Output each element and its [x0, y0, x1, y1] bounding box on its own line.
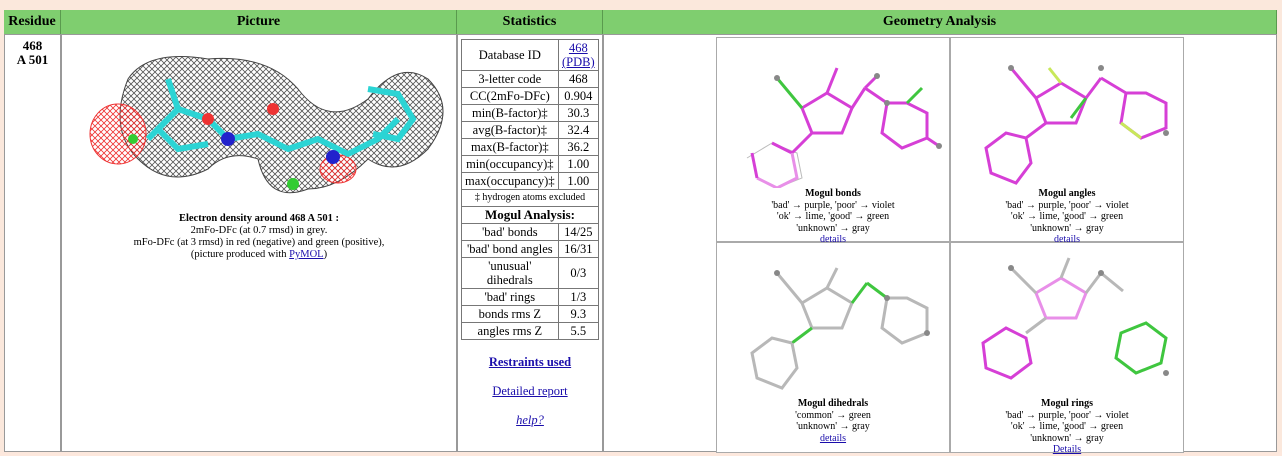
- stats-row: avg(B-factor)‡32.4: [461, 121, 600, 139]
- stats-value: 0.904: [557, 87, 600, 105]
- pymol-link[interactable]: PyMOL: [289, 249, 324, 260]
- header-geometry: Geometry Analysis: [603, 10, 1277, 34]
- mogul-dihedrals-caption: Mogul dihedrals 'common' → green 'unknow…: [717, 398, 949, 444]
- mogul-rings-image: [981, 257, 1169, 380]
- caption-title: Electron density around 468 A 501 :: [178, 213, 340, 224]
- mogul-label: bonds rms Z: [461, 305, 559, 323]
- mogul-value: 0/3: [557, 257, 600, 289]
- caption-line-3: (picture produced with PyMOL): [190, 249, 328, 260]
- geometry-cell: Mogul bonds 'bad' → purple, 'poor' → vio…: [603, 34, 1277, 456]
- mogul-dihedrals-details-link[interactable]: details: [819, 432, 847, 444]
- caption-line-1: 2mFo-DFc (at 0.7 rmsd) in grey.: [190, 225, 328, 236]
- stats-label: Database ID: [461, 39, 559, 71]
- mogul-angles-l3: 'unknown' → gray: [1030, 222, 1104, 234]
- mogul-angles-title: Mogul angles: [1038, 188, 1096, 199]
- stats-label: max(occupancy)‡: [461, 172, 559, 190]
- stats-row: max(B-factor)‡36.2: [461, 138, 600, 156]
- mogul-rings-l2: 'ok' → lime, 'good' → green: [1010, 421, 1124, 432]
- mogul-bonds-details-link[interactable]: details: [819, 234, 847, 245]
- mogul-analysis-header: Mogul Analysis:: [461, 206, 599, 224]
- stats-label: max(B-factor)‡: [461, 138, 559, 156]
- stats-row: CC(2mFo-DFc)0.904: [461, 87, 600, 105]
- stats-row: min(B-factor)‡30.3: [461, 104, 600, 122]
- picture-cell: Electron density around 468 A 501 : 2mFo…: [61, 34, 457, 452]
- hydrogen-note: ‡ hydrogen atoms excluded: [461, 189, 599, 207]
- electron-density-image: [89, 56, 444, 194]
- stats-value: 36.2: [557, 138, 600, 156]
- picture-caption: Electron density around 468 A 501 : 2mFo…: [62, 213, 456, 261]
- header-picture: Picture: [61, 10, 457, 34]
- stats-label: min(B-factor)‡: [461, 104, 559, 122]
- mogul-bonds-panel: Mogul bonds 'bad' → purple, 'poor' → vio…: [716, 37, 950, 245]
- mogul-angles-l1: 'bad' → purple, 'poor' → violet: [1005, 199, 1129, 211]
- header-statistics: Statistics: [457, 10, 603, 34]
- mogul-angles-l2: 'ok' → lime, 'good' → green: [1010, 211, 1124, 222]
- mogul-rings-caption: Mogul rings 'bad' → purple, 'poor' → vio…: [951, 398, 1183, 456]
- stats-label: avg(B-factor)‡: [461, 121, 559, 139]
- stats-value: 468 (PDB): [557, 39, 600, 71]
- mogul-bonds-l2: 'ok' → lime, 'good' → green: [776, 211, 890, 222]
- mogul-dihedrals-panel: Mogul dihedrals 'common' → green 'unknow…: [716, 242, 950, 453]
- mogul-bonds-image: [746, 67, 942, 188]
- mogul-value: 5.5: [557, 322, 600, 340]
- mogul-label: 'bad' rings: [461, 288, 559, 306]
- stats-row: min(occupancy)‡1.00: [461, 155, 600, 173]
- mogul-dihedrals-image: [750, 267, 930, 390]
- mogul-angles-details-link[interactable]: details: [1053, 234, 1081, 245]
- residue-cell: 468 A 501: [4, 34, 61, 452]
- mogul-bonds-caption: Mogul bonds 'bad' → purple, 'poor' → vio…: [717, 188, 949, 246]
- help-link[interactable]: help?: [516, 413, 544, 427]
- restraints-used-link[interactable]: Restraints used: [488, 355, 572, 369]
- stats-value: 1.00: [557, 155, 600, 173]
- mogul-bonds-l3: 'unknown' → gray: [796, 222, 870, 234]
- mogul-dihedrals-l1: 'common' → green: [795, 409, 871, 421]
- mogul-dihedrals-title: Mogul dihedrals: [797, 398, 869, 409]
- database-id-link[interactable]: 468 (PDB): [561, 41, 595, 69]
- mogul-bonds-title: Mogul bonds: [805, 188, 861, 199]
- caption-line-2: mFo-DFc (at 3 rmsd) in red (negative) an…: [133, 237, 385, 248]
- residue-number: 468: [22, 38, 43, 53]
- mogul-rings-details-link[interactable]: Details: [1052, 444, 1082, 455]
- stats-label: min(occupancy)‡: [461, 155, 559, 173]
- mogul-value: 14/25: [557, 223, 600, 241]
- mogul-rings-title: Mogul rings: [1041, 398, 1093, 409]
- stats-label: 3-letter code: [461, 70, 559, 88]
- mogul-rings-l1: 'bad' → purple, 'poor' → violet: [1005, 409, 1129, 421]
- mogul-angles-image: [984, 65, 1169, 185]
- mogul-angles-caption: Mogul angles 'bad' → purple, 'poor' → vi…: [951, 188, 1183, 246]
- mogul-dihedrals-l2: 'unknown' → gray: [796, 421, 870, 432]
- mogul-label: angles rms Z: [461, 322, 559, 340]
- stats-value: 1.00: [557, 172, 600, 190]
- mogul-value: 9.3: [557, 305, 600, 323]
- stats-value: 30.3: [557, 104, 600, 122]
- mogul-label: 'unusual' dihedrals: [461, 257, 559, 289]
- mogul-value: 1/3: [557, 288, 600, 306]
- mogul-rings-panel: Mogul rings 'bad' → purple, 'poor' → vio…: [950, 242, 1184, 456]
- stats-value: 32.4: [557, 121, 600, 139]
- detailed-report-link[interactable]: Detailed report: [492, 384, 568, 398]
- mogul-value: 16/31: [557, 240, 600, 258]
- stats-value: 468: [557, 70, 600, 88]
- mogul-rings-l3: 'unknown' → gray: [1030, 432, 1104, 444]
- mogul-label: 'bad' bond angles: [461, 240, 559, 258]
- mogul-bonds-l1: 'bad' → purple, 'poor' → violet: [771, 199, 895, 211]
- mogul-angles-panel: Mogul angles 'bad' → purple, 'poor' → vi…: [950, 37, 1184, 245]
- mogul-label: 'bad' bonds: [461, 223, 559, 241]
- header-residue: Residue: [4, 10, 61, 34]
- residue-chain: A 501: [16, 52, 49, 67]
- stats-label: CC(2mFo-DFc): [461, 87, 559, 105]
- stats-row: max(occupancy)‡1.00: [461, 172, 600, 190]
